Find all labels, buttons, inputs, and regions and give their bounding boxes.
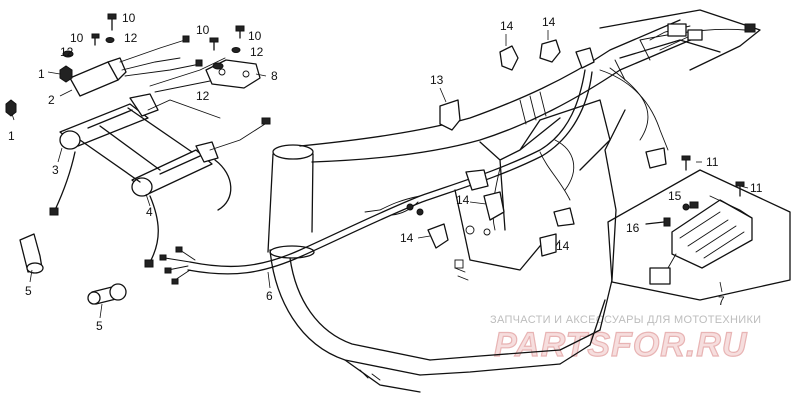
callout-15: 15 (668, 189, 682, 203)
spark-plug-cap-right (87, 283, 127, 305)
callout-labels: 1 1 2 3 4 5 5 6 7 8 10 10 10 10 11 11 12… (8, 11, 763, 333)
regulator-rectifier-assembly (607, 169, 791, 301)
callout-6: 6 (266, 289, 273, 303)
watermark: ЗАПЧАСТИ И АКСЕССУАРЫ ДЛЯ МОТОТЕХНИКИ PA… (490, 314, 761, 365)
motorcycle-frame (267, 9, 761, 393)
callout-5-a: 5 (25, 284, 32, 298)
bolts-and-washers (5, 13, 245, 117)
callout-4: 4 (146, 205, 153, 219)
callout-12-d: 12 (196, 89, 210, 103)
callout-5-b: 5 (96, 319, 103, 333)
callout-2: 2 (48, 93, 55, 107)
callout-16: 16 (626, 221, 640, 235)
watermark-brand: PARTSFOR.RU (494, 326, 748, 364)
callout-11-a: 11 (706, 155, 719, 169)
callout-12-b: 12 (124, 31, 138, 45)
callout-13: 13 (430, 73, 444, 87)
callout-12-c: 12 (250, 45, 264, 59)
bolts-11 (681, 155, 745, 197)
callout-10-d: 10 (248, 29, 262, 43)
callout-10-a: 10 (70, 31, 84, 45)
callout-7: 7 (718, 294, 725, 308)
callout-14-a: 14 (500, 19, 514, 33)
wire-clamps (427, 39, 667, 257)
callout-1-a: 1 (8, 129, 15, 143)
callout-14-e: 14 (556, 239, 570, 253)
callout-11-b: 11 (750, 181, 763, 195)
ignition-unit (69, 35, 226, 97)
callout-14-d: 14 (400, 231, 414, 245)
watermark-tagline: ЗАПЧАСТИ И АКСЕССУАРЫ ДЛЯ МОТОТЕХНИКИ (490, 314, 761, 326)
callout-1-b: 1 (38, 67, 45, 81)
callout-10-b: 10 (122, 11, 136, 25)
ignition-coil-lower (131, 117, 271, 197)
coil-mounting-bracket (79, 107, 193, 183)
callout-8: 8 (271, 69, 278, 83)
callout-12-a: 12 (60, 45, 74, 59)
wire-harness (159, 23, 756, 285)
spark-plug-cap-left (19, 233, 44, 274)
callout-14-c: 14 (456, 193, 470, 207)
spark-plug-leads (49, 151, 232, 268)
callout-14-b: 14 (542, 15, 556, 29)
ignition-coil-upper (59, 93, 221, 150)
leader-lines (11, 30, 749, 319)
callout-10-c: 10 (196, 23, 210, 37)
callout-3: 3 (52, 163, 59, 177)
